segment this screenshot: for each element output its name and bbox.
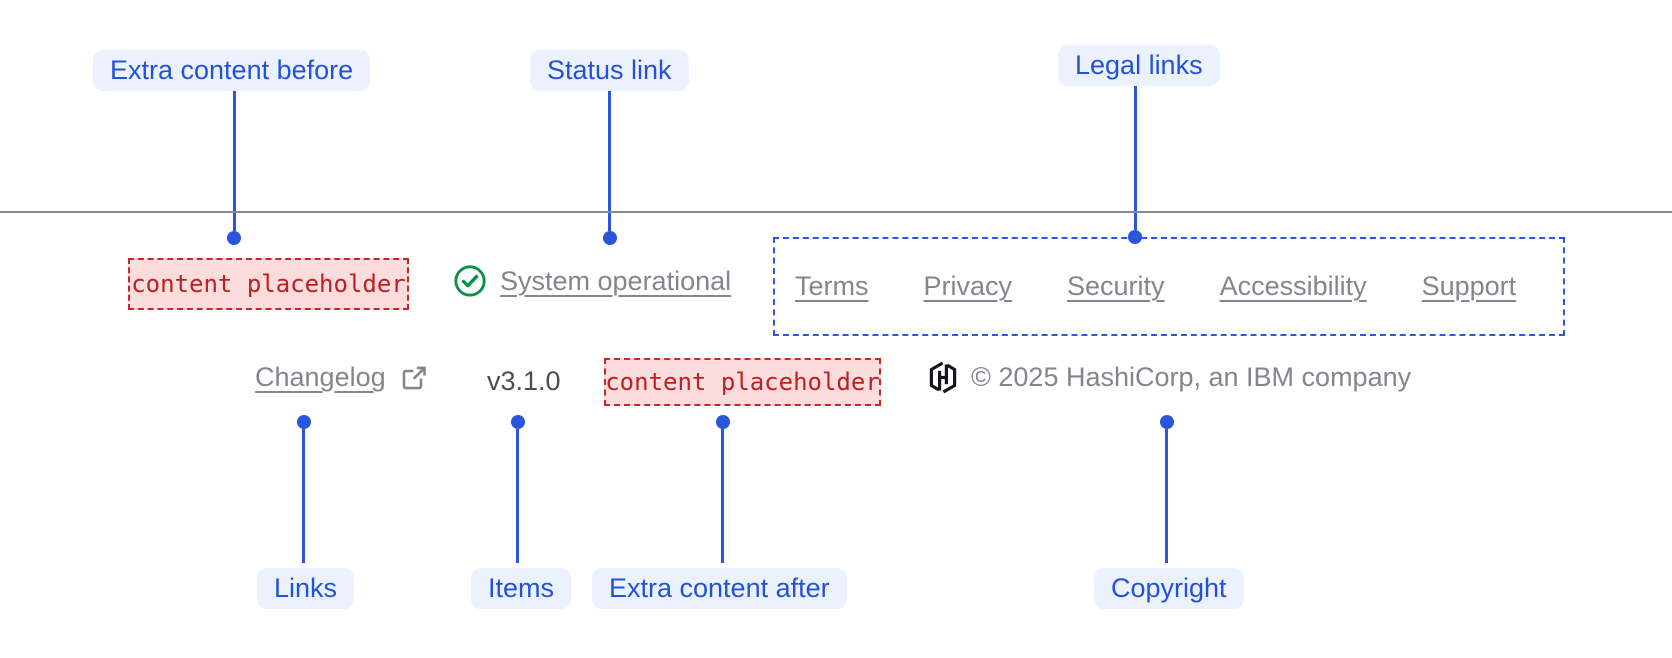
- connector-dot: [1160, 415, 1174, 429]
- annotation-items: Items: [471, 568, 572, 609]
- status-link[interactable]: System operational: [453, 264, 731, 298]
- hashicorp-logo: [928, 361, 958, 394]
- connector-line: [233, 91, 236, 231]
- footer-divider: [0, 211, 1672, 213]
- connector-dot: [603, 231, 617, 245]
- connector-line: [516, 429, 519, 563]
- annotation-extra-content-after: Extra content after: [592, 568, 847, 609]
- connector-dot: [716, 415, 730, 429]
- status-link-label[interactable]: System operational: [500, 265, 732, 296]
- connector-dot: [297, 415, 311, 429]
- annotation-legal-links: Legal links: [1058, 45, 1220, 86]
- annotation-copyright: Copyright: [1094, 568, 1244, 609]
- connector-dot: [511, 415, 525, 429]
- legal-link-support[interactable]: Support: [1421, 271, 1517, 301]
- legal-link-security[interactable]: Security: [1067, 271, 1165, 301]
- extra-content-after-slot: content placeholder: [604, 358, 881, 406]
- version-label: v3.1.0: [487, 366, 561, 396]
- check-circle-icon: [453, 264, 487, 298]
- legal-link-terms[interactable]: Terms: [795, 271, 869, 301]
- connector-line: [1165, 429, 1168, 563]
- changelog-link-label[interactable]: Changelog: [255, 362, 386, 392]
- connector-line: [1134, 86, 1137, 230]
- placeholder-text: content placeholder: [131, 270, 406, 298]
- copyright: © 2025 HashiCorp, an IBM company: [928, 361, 1411, 394]
- extra-content-before-slot: content placeholder: [128, 258, 409, 310]
- legal-links-group: Terms Privacy Security Accessibility Sup…: [773, 237, 1565, 336]
- annotation-extra-content-before: Extra content before: [93, 50, 371, 91]
- annotation-links: Links: [257, 568, 355, 609]
- legal-link-accessibility[interactable]: Accessibility: [1219, 271, 1367, 301]
- connector-dot: [227, 231, 241, 245]
- copyright-text: © 2025 HashiCorp, an IBM company: [971, 362, 1412, 392]
- placeholder-text: content placeholder: [605, 368, 880, 396]
- connector-line: [608, 91, 611, 231]
- legal-link-privacy[interactable]: Privacy: [923, 271, 1013, 301]
- changelog-link[interactable]: Changelog: [255, 362, 428, 393]
- external-link-icon: [400, 364, 428, 392]
- connector-line: [721, 429, 724, 563]
- connector-line: [302, 429, 305, 563]
- annotation-status-link: Status link: [530, 50, 689, 91]
